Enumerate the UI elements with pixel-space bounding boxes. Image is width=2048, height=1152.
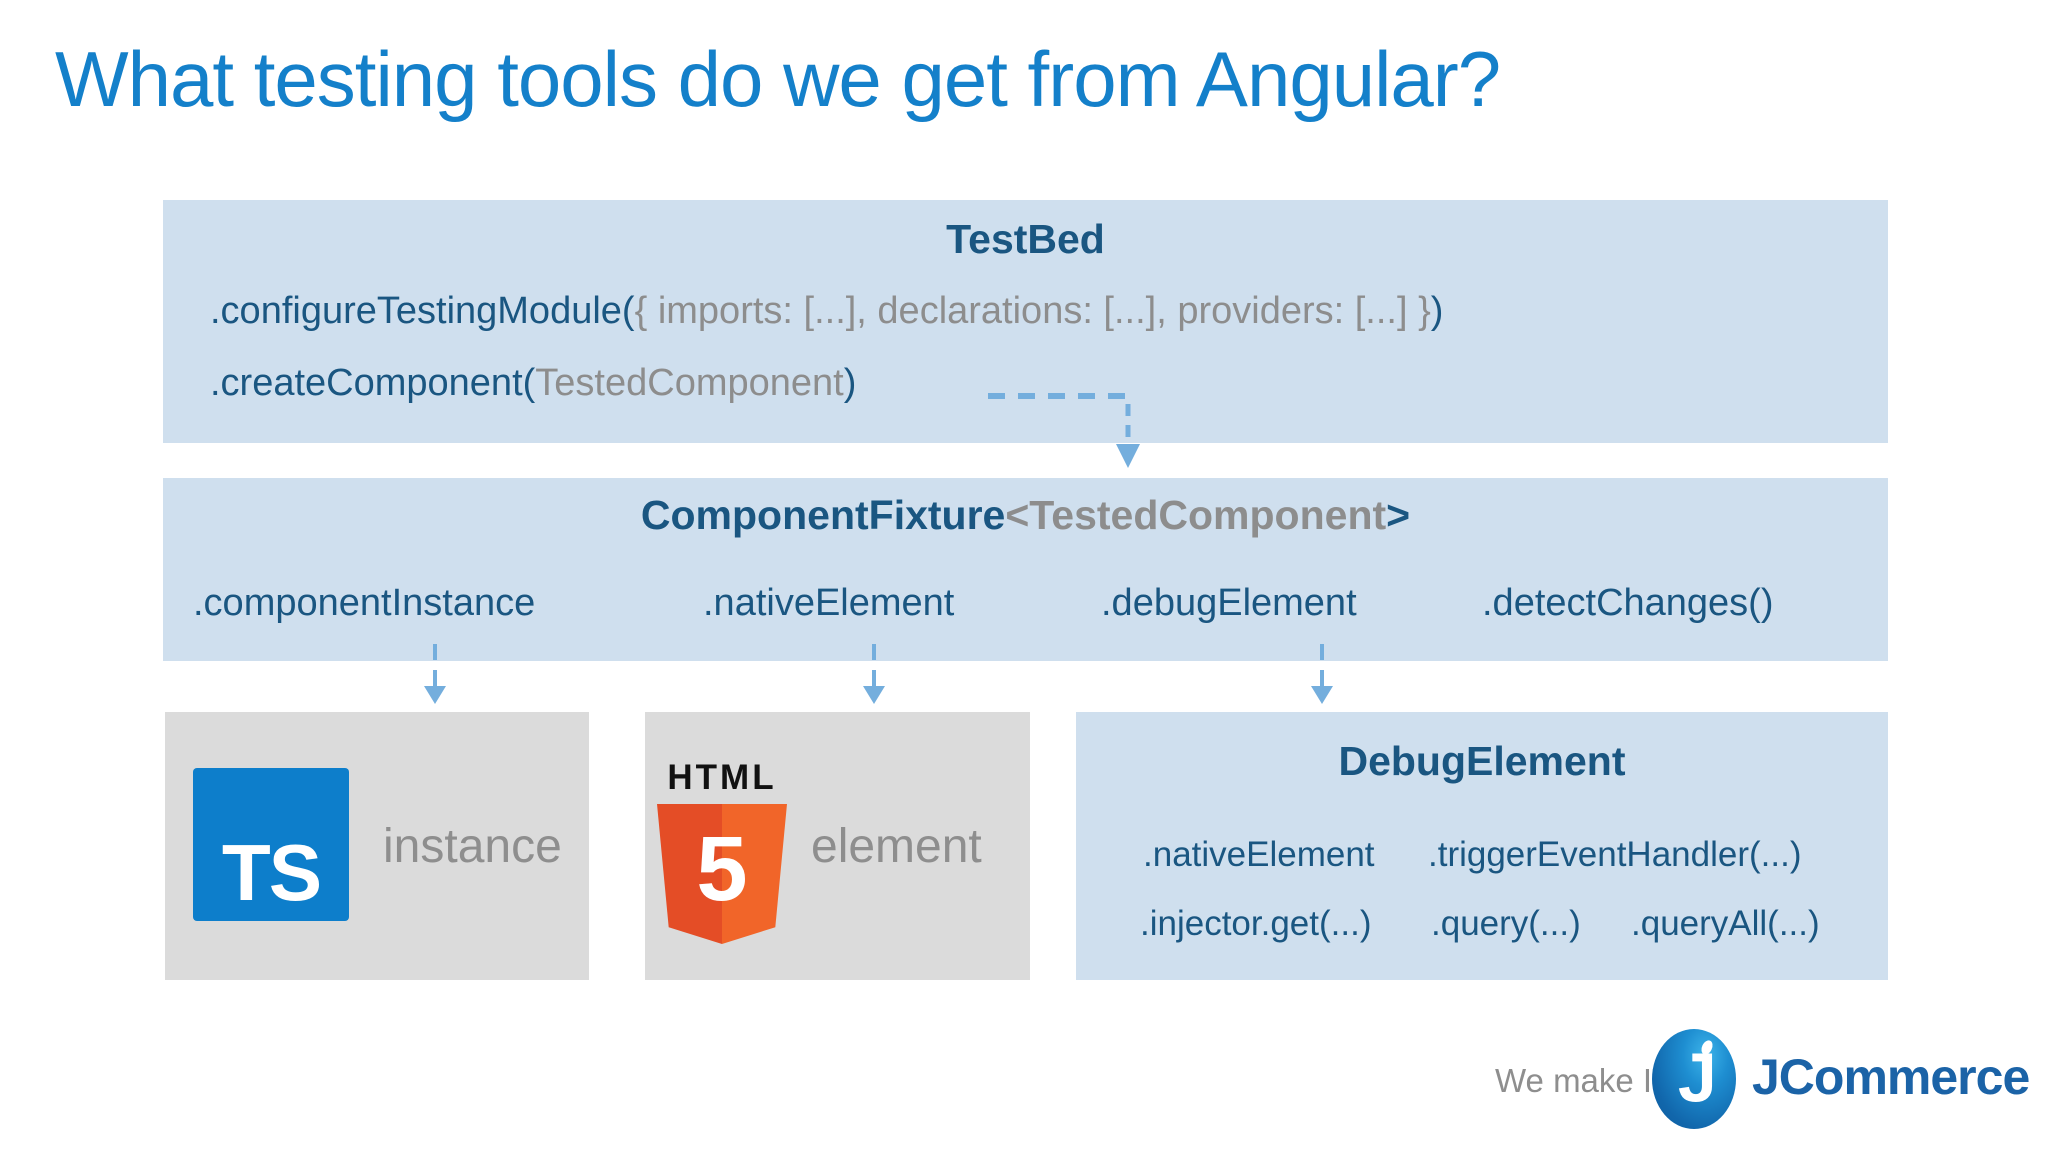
code-method-text: .configureTestingModule( <box>210 290 635 332</box>
debug-member-native-element: .nativeElement <box>1143 835 1375 874</box>
html5-logo-word: HTML <box>667 758 777 797</box>
element-label: element <box>811 819 982 873</box>
component-fixture-title: ComponentFixture<TestedComponent> <box>163 492 1888 539</box>
fixture-generic-close: > <box>1386 492 1411 538</box>
code-args-text: { imports: [...], declarations: [...], p… <box>634 290 1431 332</box>
fixture-member-detect-changes: .detectChanges() <box>1482 582 1774 624</box>
brand-tagline: We make IT <box>1495 1062 1673 1099</box>
fixture-generic-type: <TestedComponent <box>1005 492 1387 538</box>
debug-member-trigger-event-handler: .triggerEventHandler(...) <box>1428 835 1802 874</box>
testbed-create-line: .createComponent(TestedComponent) <box>210 362 856 405</box>
testbed-title: TestBed <box>946 216 1105 262</box>
debug-member-injector-get: .injector.get(...) <box>1140 904 1372 943</box>
typescript-logo-text: TS <box>221 828 322 917</box>
html5-logo-number: 5 <box>696 818 748 920</box>
code-args-text: TestedComponent <box>535 362 844 404</box>
component-fixture-box: ComponentFixture<TestedComponent> .compo… <box>163 478 1888 661</box>
testbed-configure-line: .configureTestingModule({ imports: [...]… <box>210 290 1443 333</box>
instance-label: instance <box>383 819 562 873</box>
html5-shield-icon: 5 <box>657 804 787 944</box>
debug-element-title: DebugElement <box>1338 738 1626 784</box>
fixture-member-debug-element: .debugElement <box>1101 582 1357 624</box>
slide-title: What testing tools do we get from Angula… <box>55 35 1501 123</box>
fixture-member-native-element: .nativeElement <box>703 582 955 624</box>
debug-member-query: .query(...) <box>1431 904 1581 943</box>
typescript-logo-icon: TS <box>193 768 349 921</box>
debug-element-box: DebugElement .nativeElement .triggerEven… <box>1076 712 1888 980</box>
element-box: HTML 5 element <box>645 712 1030 980</box>
code-close-paren: ) <box>1430 290 1444 332</box>
html5-logo-icon: HTML 5 <box>654 758 790 944</box>
fixture-class-name: ComponentFixture <box>640 492 1006 538</box>
jcommerce-logo-letter: J <box>1677 1038 1717 1117</box>
jcommerce-logo-icon: J <box>1652 1029 1736 1129</box>
debug-member-query-all: .queryAll(...) <box>1631 904 1820 943</box>
testbed-box: TestBed .configureTestingModule({ import… <box>163 200 1888 443</box>
code-method-text: .createComponent( <box>210 362 536 404</box>
code-close-paren: ) <box>843 362 857 404</box>
brand-name: JCommerce <box>1752 1049 2030 1105</box>
fixture-member-component-instance: .componentInstance <box>193 582 536 624</box>
instance-box: TS instance <box>165 712 589 980</box>
